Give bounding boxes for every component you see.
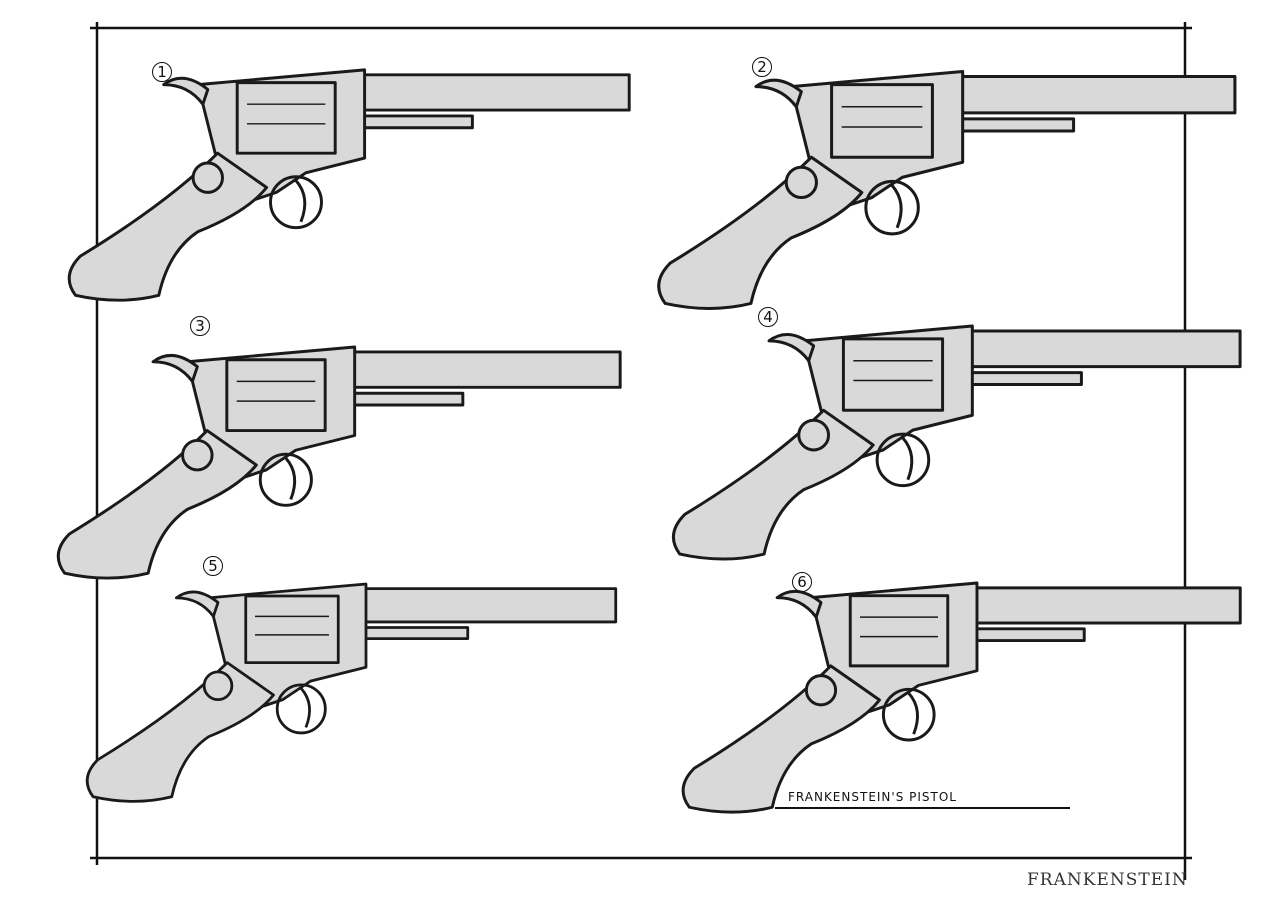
caption-underline bbox=[775, 807, 1070, 809]
pistol-number-6: 6 bbox=[792, 572, 812, 592]
page-border bbox=[90, 22, 1192, 880]
pistol-sketch-2 bbox=[657, 69, 1237, 310]
pistol-number-1: 1 bbox=[152, 62, 172, 82]
pistol-sketch-1 bbox=[67, 68, 631, 302]
frankenstein-logo: FRANKENSTEIN bbox=[1027, 870, 1188, 890]
pistol-sketch-4 bbox=[671, 324, 1242, 561]
pistol-number-2: 2 bbox=[752, 57, 772, 77]
pistol-sketch-6 bbox=[681, 581, 1242, 814]
pistol-number-5: 5 bbox=[203, 556, 223, 576]
pistol-sketch-5 bbox=[85, 582, 618, 803]
pistol-sketch-3 bbox=[56, 345, 622, 580]
sheet-caption: Frankenstein's Pistol bbox=[788, 790, 957, 804]
pistol-number-4: 4 bbox=[758, 307, 778, 327]
pistol-number-3: 3 bbox=[190, 316, 210, 336]
